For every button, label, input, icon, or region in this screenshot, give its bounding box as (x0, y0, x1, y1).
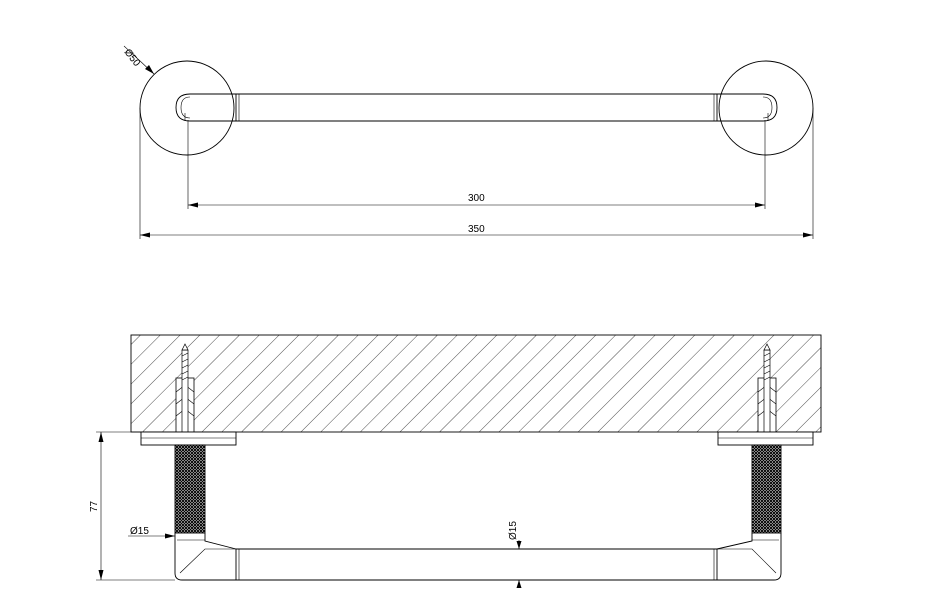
right-wall-anchor (757, 343, 777, 433)
left-wall-anchor (175, 343, 195, 433)
top-bar (175, 93, 778, 122)
side-view: 77 Ø15 Ø15 (89, 334, 822, 588)
dimension-350: 350 (140, 224, 813, 238)
dimension-300: 300 (188, 193, 765, 208)
side-bar (174, 533, 782, 581)
left-rosette (139, 60, 235, 156)
inner-length-label: 300 (468, 193, 485, 204)
rosette-diameter-callout: Ø50 (122, 45, 155, 75)
right-wall-plate (717, 431, 814, 446)
right-rosette (718, 60, 814, 156)
left-wall-plate (140, 431, 237, 446)
post-diameter-label: Ø15 (130, 526, 149, 537)
bar-diameter-label: Ø15 (508, 521, 519, 540)
bar-diameter-callout: Ø15 (508, 521, 522, 588)
wall-section (130, 334, 822, 433)
dimension-77: 77 (89, 431, 175, 581)
projection-label: 77 (89, 500, 100, 512)
rosette-diameter-label: Ø50 (122, 47, 143, 69)
top-view: Ø50 300 350 (122, 45, 814, 239)
left-knurled-post (174, 444, 206, 534)
post-diameter-callout: Ø15 (128, 526, 175, 539)
right-knurled-post (751, 444, 782, 534)
overall-length-label: 350 (468, 224, 485, 235)
